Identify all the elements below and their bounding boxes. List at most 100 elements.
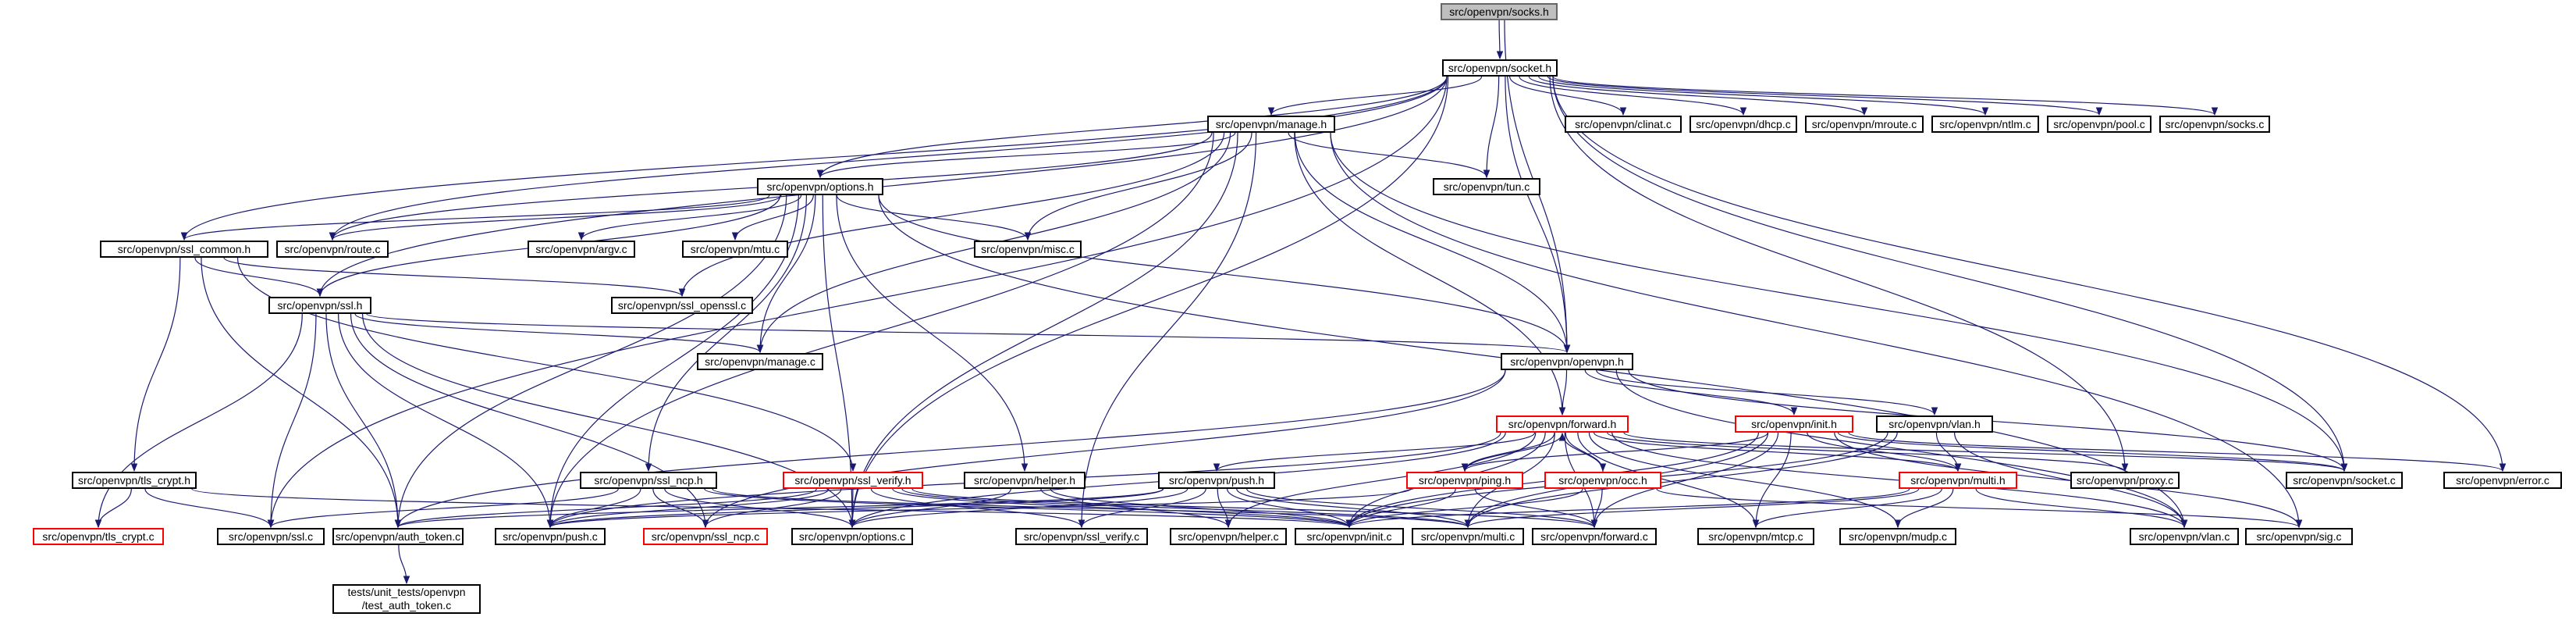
file-node-vlan-h[interactable]: src/openvpn/vlan.h <box>1876 415 1993 433</box>
edge-ssl-h-to-push-c <box>338 313 554 529</box>
file-node-multi-c[interactable]: src/openvpn/multi.c <box>1412 528 1524 545</box>
file-node-sig-c[interactable]: src/openvpn/sig.c <box>2245 528 2353 545</box>
file-node-error-c[interactable]: src/openvpn/error.c <box>2443 472 2562 489</box>
edge-ssl-common-h-to-ssl-openssl-c <box>223 257 686 298</box>
edge-options-h-to-argv-c <box>577 194 802 241</box>
edge-socket-h-to-route-c <box>329 76 1448 241</box>
edge-tls-crypt-h-to-ssl-c <box>144 488 275 529</box>
file-node-occ-h[interactable]: src/openvpn/occ.h <box>1544 472 1661 489</box>
file-node-tls-crypt-h[interactable]: src/openvpn/tls_crypt.h <box>72 472 197 489</box>
file-node-mtcp-c[interactable]: src/openvpn/mtcp.c <box>1697 528 1814 545</box>
file-node-ntlm-c[interactable]: src/openvpn/ntlm.c <box>1931 116 2039 133</box>
file-node-ssl-openssl-c[interactable]: src/openvpn/ssl_openssl.c <box>611 297 753 314</box>
file-node-socks-c[interactable]: src/openvpn/socks.c <box>2159 116 2270 133</box>
edge-push-h-to-init-c <box>1227 488 1353 529</box>
edge-manage-h-to-ssl-openssl-c <box>678 132 1225 298</box>
file-node-argv-c[interactable]: src/openvpn/argv.c <box>528 241 635 258</box>
edge-multi-h-to-init-c <box>1345 488 1910 529</box>
file-node-socket-h[interactable]: src/openvpn/socket.h <box>1442 59 1558 77</box>
file-node-mudp-c[interactable]: src/openvpn/mudp.c <box>1839 528 1956 545</box>
file-node-ssl-h[interactable]: src/openvpn/ssl.h <box>268 297 371 314</box>
file-node-forward-h[interactable]: src/openvpn/forward.h <box>1496 415 1629 433</box>
edge-socket-h-to-socks-c <box>1552 76 2218 116</box>
file-node-clinat-c[interactable]: src/openvpn/clinat.c <box>1565 116 1682 133</box>
edge-manage-h-to-tun-c <box>1288 132 1491 179</box>
file-node-tun-c[interactable]: src/openvpn/tun.c <box>1433 178 1540 195</box>
file-node-manage-c[interactable]: src/openvpn/manage.c <box>697 353 823 370</box>
file-node-route-c[interactable]: src/openvpn/route.c <box>276 241 389 258</box>
file-node-init-h[interactable]: src/openvpn/init.h <box>1735 415 1853 433</box>
edge-socket-h-to-ssl-common-h <box>180 76 1448 241</box>
file-node-auth-token-c[interactable]: src/openvpn/auth_token.c <box>332 528 464 545</box>
file-node-init-c[interactable]: src/openvpn/init.c <box>1295 528 1404 545</box>
file-node-socket-c[interactable]: src/openvpn/socket.c <box>2286 472 2403 489</box>
edge-push-h-to-ssl-verify-c <box>1078 488 1206 529</box>
edge-multi-h-to-multi-c <box>1464 488 1920 529</box>
edge-manage-h-to-ssl-verify-c <box>1078 132 1257 529</box>
file-node-ssl-c[interactable]: src/openvpn/ssl.c <box>217 528 325 545</box>
edge-tls-crypt-h-to-tls-crypt-c <box>94 488 132 529</box>
edge-occ-h-to-forward-c <box>1590 488 1603 529</box>
edge-openvpn-h-to-vlan-h <box>1596 369 1938 416</box>
edge-manage-h-to-sig-c <box>1330 132 2303 529</box>
edge-socket-h-to-ssl-c <box>267 76 1448 529</box>
file-node-push-c[interactable]: src/openvpn/push.c <box>495 528 606 545</box>
file-node-multi-h[interactable]: src/openvpn/multi.h <box>1899 472 2017 489</box>
file-node-helper-h[interactable]: src/openvpn/helper.h <box>964 472 1085 489</box>
edge-vlan-h-to-vlan-c <box>1954 432 2188 529</box>
file-node-misc-c[interactable]: src/openvpn/misc.c <box>974 241 1082 258</box>
file-node-ssl-verify-h[interactable]: src/openvpn/ssl_verify.h <box>783 472 923 489</box>
file-node-ping-h[interactable]: src/openvpn/ping.h <box>1406 472 1523 489</box>
file-node-vlan-c[interactable]: src/openvpn/vlan.c <box>2130 528 2239 545</box>
file-node-openvpn-h[interactable]: src/openvpn/openvpn.h <box>1501 353 1633 370</box>
edge-ssl-verify-h-to-auth-token-c <box>394 488 817 529</box>
edge-vlan-h-to-multi-c <box>1464 432 1898 529</box>
file-node-pool-c[interactable]: src/openvpn/pool.c <box>2047 116 2151 133</box>
file-node-test-auth-token-c[interactable]: tests/unit_tests/openvpn/test_auth_token… <box>332 584 481 614</box>
edge-openvpn-h-to-forward-h <box>1558 369 1568 416</box>
file-node-forward-c[interactable]: src/openvpn/forward.c <box>1532 528 1657 545</box>
file-node-ssl-ncp-h[interactable]: src/openvpn/ssl_ncp.h <box>580 472 717 489</box>
edge-ping-h-to-push-c <box>547 488 1412 529</box>
edge-socket-h-to-manage-h <box>1267 76 1483 116</box>
file-node-tls-crypt-c[interactable]: src/openvpn/tls_crypt.c <box>33 528 164 545</box>
edge-ssl-ncp-h-to-ssl-c <box>267 488 619 529</box>
edge-occ-h-to-init-c <box>1345 488 1583 529</box>
file-node-helper-c[interactable]: src/openvpn/helper.c <box>1170 528 1287 545</box>
edge-socket-h-to-dhcp-c <box>1519 76 1747 116</box>
edge-options-h-to-openvpn-h <box>878 194 1571 354</box>
file-node-dhcp-c[interactable]: src/openvpn/dhcp.c <box>1690 116 1797 133</box>
edge-socket-h-to-options-c <box>848 76 1449 529</box>
file-node-push-h[interactable]: src/openvpn/push.h <box>1158 472 1275 489</box>
edge-socket-h-to-ntlm-c <box>1538 76 1989 116</box>
file-node-options-c[interactable]: src/openvpn/options.c <box>791 528 913 545</box>
edge-push-h-to-options-c <box>848 488 1189 529</box>
edge-ssl-h-to-options-c <box>361 313 856 529</box>
file-node-ssl-ncp-c[interactable]: src/openvpn/ssl_ncp.c <box>643 528 768 545</box>
edge-ssl-verify-h-to-init-c <box>892 488 1353 529</box>
edge-manage-h-to-options-h <box>816 132 1236 179</box>
edge-ssl-verify-h-to-multi-c <box>901 488 1472 529</box>
file-node-proxy-c[interactable]: src/openvpn/proxy.c <box>2070 472 2180 489</box>
edge-ping-h-to-init-c <box>1345 488 1456 529</box>
file-node-mroute-c[interactable]: src/openvpn/mroute.c <box>1805 116 1924 133</box>
edge-init-h-to-sig-c <box>1834 432 2303 529</box>
edge-manage-h-to-forward-h <box>1294 132 1566 416</box>
edge-openvpn-h-to-vlan-c <box>1615 369 2188 529</box>
file-node-ssl-verify-c[interactable]: src/openvpn/ssl_verify.c <box>1015 528 1148 545</box>
edge-manage-h-to-misc-c <box>1024 132 1252 241</box>
edge-init-h-to-mtcp-c <box>1752 432 1792 529</box>
file-node-ssl-common-h[interactable]: src/openvpn/ssl_common.h <box>100 241 268 258</box>
edge-forward-h-to-mudp-c <box>1588 432 1902 529</box>
edge-helper-h-to-init-c <box>1050 488 1353 529</box>
edge-ssl-h-to-auth-token-c <box>325 313 402 529</box>
edge-push-h-to-helper-c <box>1217 488 1232 529</box>
file-node-manage-h[interactable]: src/openvpn/manage.h <box>1207 116 1335 133</box>
edge-occ-h-to-forward-h <box>1558 432 1604 472</box>
edge-socket-h-to-options-h <box>816 76 1448 179</box>
file-node-options-h[interactable]: src/openvpn/options.h <box>757 178 883 195</box>
edge-auth-token-c-to-test-auth-token-c <box>398 544 410 585</box>
file-node-mtu-c[interactable]: src/openvpn/mtu.c <box>682 241 788 258</box>
